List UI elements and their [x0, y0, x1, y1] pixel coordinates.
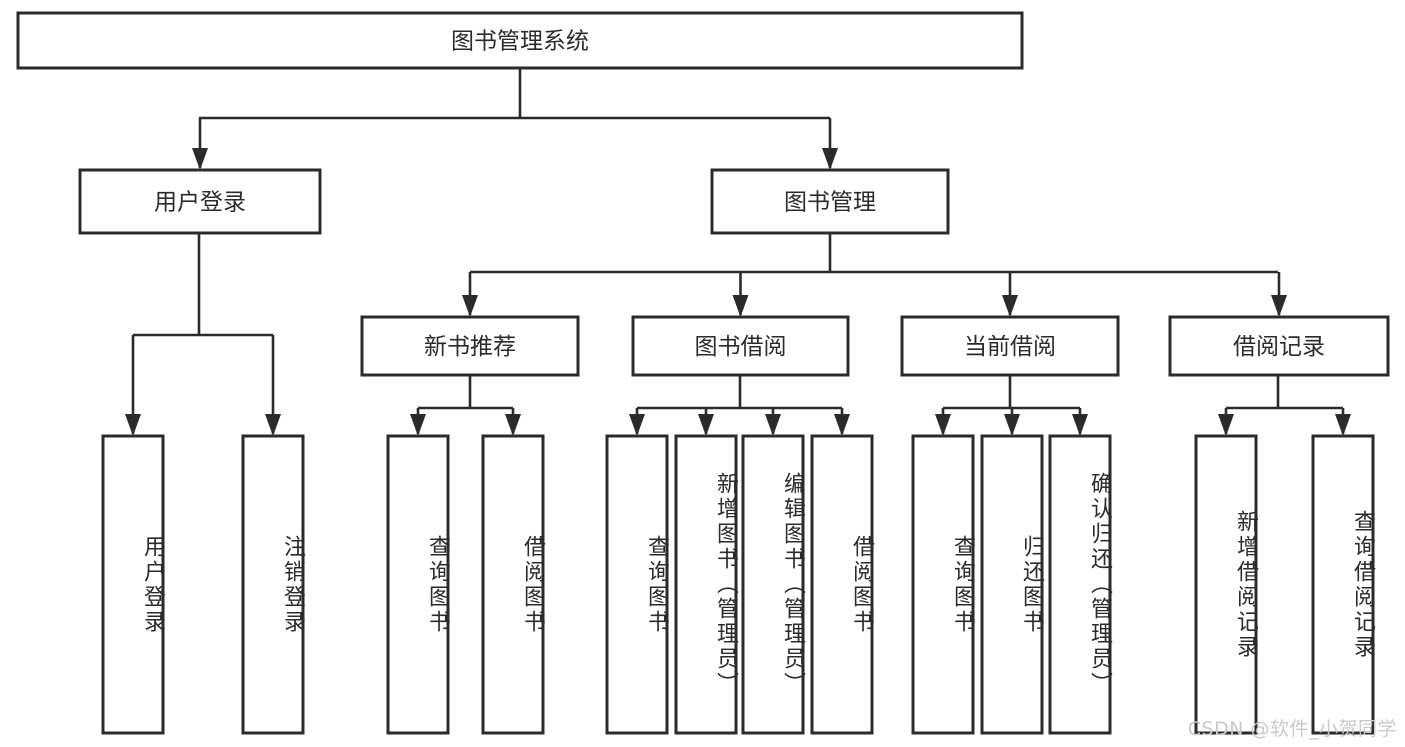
- arrow-head-icon: [1271, 295, 1287, 317]
- node-label: 当前借阅: [964, 334, 1056, 360]
- connectors-layer: [125, 68, 1351, 436]
- node-new-book-rec[interactable]: 新书推荐: [360, 315, 580, 377]
- node-leaf-query-book-rec[interactable]: [386, 434, 450, 735]
- node-box: [241, 434, 305, 735]
- node-box: [900, 315, 1120, 377]
- node-leaf-borrow-book[interactable]: [810, 434, 874, 735]
- arrow-head-icon: [410, 414, 426, 436]
- node-box: [674, 434, 738, 735]
- node-leaf-query-record[interactable]: [1311, 434, 1375, 735]
- node-leaf-confirm-return[interactable]: [1048, 434, 1112, 735]
- node-user-login[interactable]: 用户登录: [78, 168, 322, 235]
- arrow-head-icon: [732, 295, 749, 317]
- node-leaf-return-book[interactable]: [980, 434, 1044, 735]
- node-label: 借阅记录: [1233, 334, 1325, 360]
- arrow-head-icon: [125, 414, 141, 436]
- arrow-head-icon: [765, 414, 781, 436]
- node-label: 图书管理系统: [451, 29, 589, 55]
- arrow-head-icon: [935, 414, 951, 436]
- node-box: [710, 168, 950, 235]
- node-box: [481, 434, 545, 735]
- node-box: [605, 434, 669, 735]
- node-box: [1311, 434, 1375, 735]
- node-book-manage[interactable]: 图书管理: [710, 168, 950, 235]
- node-current-borrow[interactable]: 当前借阅: [900, 315, 1120, 377]
- arrow-head-icon: [1002, 295, 1018, 317]
- arrow-head-icon: [822, 148, 838, 170]
- node-box: [16, 11, 1024, 70]
- node-leaf-query-book-borrow[interactable]: [605, 434, 669, 735]
- node-borrow-record[interactable]: 借阅记录: [1168, 315, 1390, 377]
- node-box: [78, 168, 322, 235]
- arrow-head-icon: [265, 414, 281, 436]
- node-label: 用户登录: [154, 190, 246, 216]
- node-leaf-add-book[interactable]: [674, 434, 738, 735]
- arrow-head-icon: [1004, 414, 1020, 436]
- node-label: 新书推荐: [424, 334, 516, 360]
- node-box: [386, 434, 450, 735]
- arrow-head-icon: [1072, 414, 1088, 436]
- node-box: [101, 434, 165, 735]
- node-box: [360, 315, 580, 377]
- node-leaf-logout[interactable]: [241, 434, 305, 735]
- node-box: [741, 434, 805, 735]
- node-leaf-user-login[interactable]: [101, 434, 165, 735]
- node-leaf-query-book-cur[interactable]: [911, 434, 975, 735]
- arrow-head-icon: [192, 148, 208, 170]
- node-book-borrow[interactable]: 图书借阅: [631, 315, 850, 377]
- node-label: 图书借阅: [695, 334, 787, 360]
- node-label: 图书管理: [784, 190, 876, 216]
- node-root[interactable]: 图书管理系统: [16, 11, 1024, 70]
- arrow-head-icon: [1335, 414, 1351, 436]
- node-box: [631, 315, 850, 377]
- node-box: [911, 434, 975, 735]
- arrow-head-icon: [698, 414, 714, 436]
- node-box: [1194, 434, 1258, 735]
- watermark-text: CSDN @软件_小贺同学: [1187, 718, 1397, 740]
- arrow-head-icon: [1218, 414, 1234, 436]
- node-box: [980, 434, 1044, 735]
- arrow-head-icon: [629, 414, 645, 436]
- node-box: [1168, 315, 1390, 377]
- node-leaf-add-record[interactable]: [1194, 434, 1258, 735]
- node-box: [1048, 434, 1112, 735]
- node-box: [810, 434, 874, 735]
- arrow-head-icon: [834, 414, 850, 436]
- arrow-head-icon: [462, 295, 478, 317]
- node-leaf-borrow-book-rec[interactable]: [481, 434, 545, 735]
- node-leaf-edit-book[interactable]: [741, 434, 805, 735]
- arrow-head-icon: [505, 414, 521, 436]
